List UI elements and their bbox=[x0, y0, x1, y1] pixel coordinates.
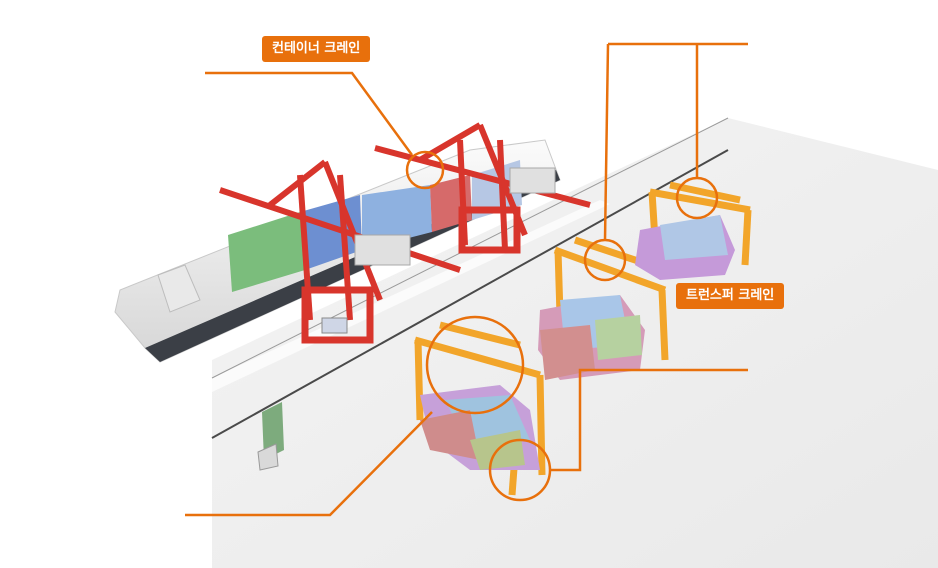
truck bbox=[257, 402, 284, 471]
transfer-crane-label: 트런스퍼 크레인 bbox=[676, 283, 785, 309]
container-stack-mid bbox=[538, 295, 645, 380]
small-vehicle bbox=[321, 317, 348, 334]
crane-gray-boxes bbox=[354, 167, 556, 266]
callout-leaders bbox=[185, 42, 748, 517]
transfer-crane-1 bbox=[414, 321, 546, 496]
container-stack-back bbox=[635, 215, 735, 280]
container-crane-label: 컨테이너 크레인 bbox=[262, 36, 371, 62]
container-crane-1 bbox=[219, 159, 461, 344]
